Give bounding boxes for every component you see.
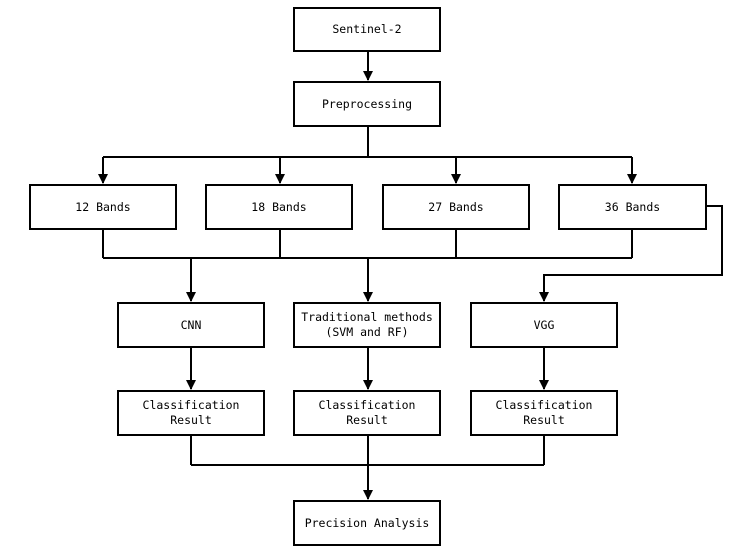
node-label: 36 Bands: [604, 199, 661, 214]
node-label-line2: Result: [523, 413, 565, 427]
node-18-bands: 18 Bands: [205, 184, 353, 230]
node-label: Sentinel-2: [332, 22, 402, 36]
node-27-bands: 27 Bands: [382, 184, 530, 230]
node-label: 12 Bands: [75, 199, 131, 214]
node-label: VGG: [533, 317, 555, 332]
edge-bands36-vgg: [539, 205, 723, 302]
node-label-line1: Traditional methods: [301, 310, 433, 324]
node-label: Precision Analysis: [304, 515, 430, 530]
node-vgg: VGG: [470, 302, 618, 348]
node-classification-result-cnn: Classification Result: [117, 390, 265, 436]
node-sentinel-2: Sentinel-2: [293, 7, 441, 52]
node-precision-analysis: Precision Analysis: [293, 500, 441, 546]
node-cnn: CNN: [117, 302, 265, 348]
node-36-bands: 36 Bands: [558, 184, 707, 230]
node-traditional-methods: Traditional methods (SVM and RF): [293, 302, 441, 348]
node-label-line1: Classification: [495, 398, 593, 412]
node-12-bands: 12 Bands: [29, 184, 177, 230]
node-label: 27 Bands: [428, 199, 484, 214]
node-label: CNN: [180, 317, 202, 332]
node-label: Preprocessing: [321, 96, 412, 111]
node-classification-result-vgg: Classification Result: [470, 390, 618, 436]
node-label-line2: Result: [170, 413, 212, 427]
node-classification-result-traditional: Classification Result: [293, 390, 441, 436]
node-label: 18 Bands: [251, 199, 307, 214]
node-label-line2: (SVM and RF): [325, 325, 409, 339]
node-label-line1: Classification: [318, 398, 416, 412]
node-label-line1: Classification: [142, 398, 240, 412]
node-label-line2: Result: [346, 413, 388, 427]
node-preprocessing: Preprocessing: [293, 81, 441, 127]
